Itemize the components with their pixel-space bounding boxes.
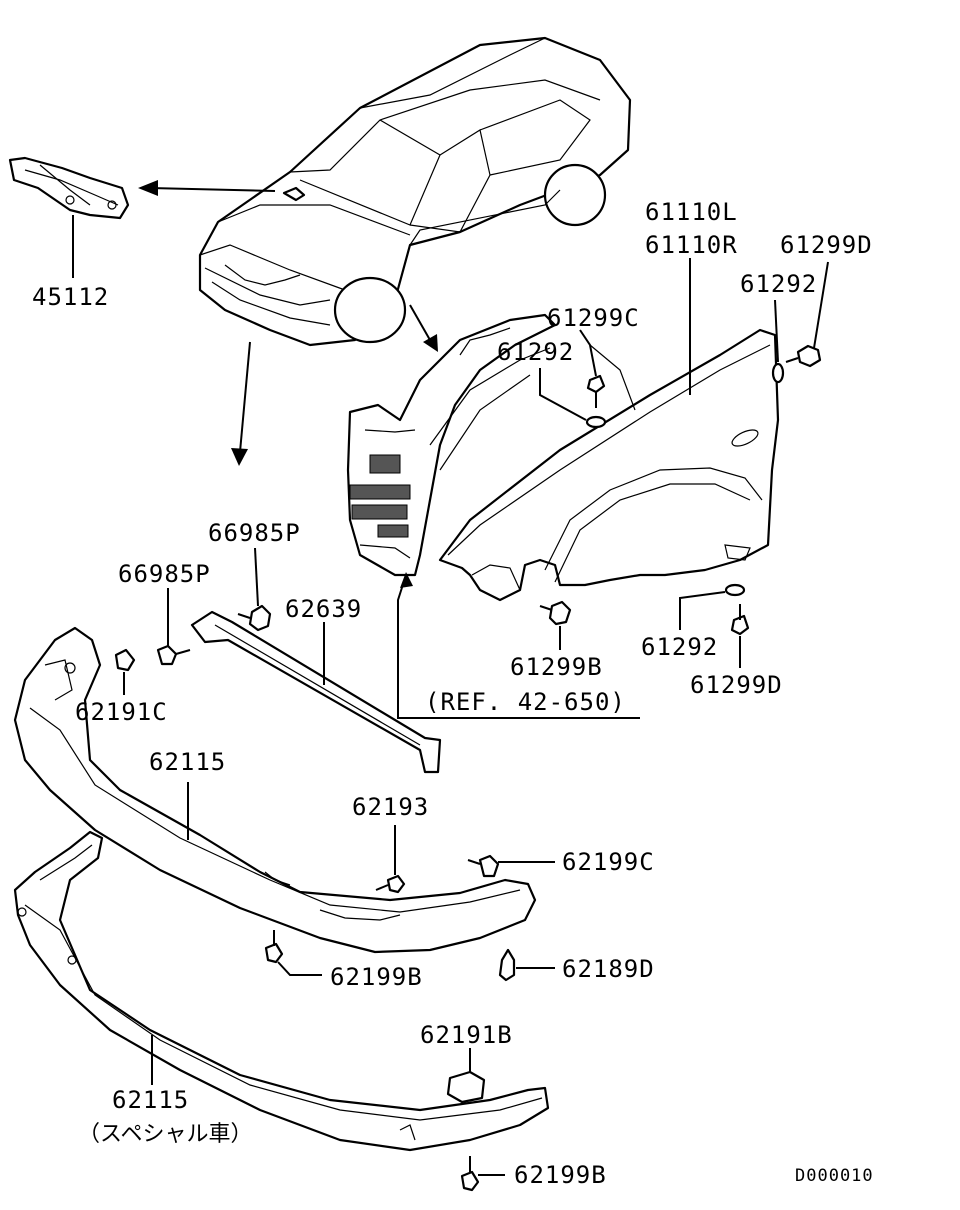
bracket-45112-illustration (8, 156, 130, 220)
label-61292-mid: 61292 (497, 338, 574, 366)
label-62199B-mid: 62199B (330, 963, 423, 991)
label-62115: 62115 (149, 748, 226, 776)
label-61292-top: 61292 (740, 270, 817, 298)
reference-note: (REF. 42-650) (425, 688, 626, 716)
part-labels: 61110L 61110R 61299D 61292 61299C 61292 … (75, 198, 874, 1189)
leader-lines (123, 258, 829, 1176)
bumper-upper-illustration (13, 626, 537, 954)
fender-liner-illustration (346, 313, 557, 577)
car-body-illustration (198, 36, 632, 347)
pointer-arrows (138, 180, 438, 466)
label-61110L: 61110L (645, 198, 738, 226)
diagram-code: D000010 (795, 1166, 874, 1186)
label-66985P-b: 66985P (118, 560, 211, 588)
label-special-note: （スペシャル車） (78, 1122, 252, 1147)
label-62199C: 62199C (562, 848, 655, 876)
fasteners (114, 344, 822, 1192)
fender-illustration (438, 328, 780, 602)
label-62639: 62639 (285, 595, 362, 623)
label-61299D-top: 61299D (780, 231, 873, 259)
label-62193: 62193 (352, 793, 429, 821)
label-61299B: 61299B (510, 653, 603, 681)
label-61299C-top: 61299C (547, 304, 640, 332)
label-62191C: 62191C (75, 698, 168, 726)
label-45112: 45112 (32, 283, 109, 311)
bar-62639-illustration (190, 610, 442, 774)
label-62191B: 62191B (420, 1021, 513, 1049)
label-62189D: 62189D (562, 955, 655, 983)
label-61299D-bot: 61299D (690, 671, 783, 699)
label-66985P-a: 66985P (208, 519, 301, 547)
label-61110R: 61110R (645, 231, 738, 259)
label-61292-bot: 61292 (641, 633, 718, 661)
label-62115-special: 62115 (112, 1086, 189, 1114)
label-62199B-bot: 62199B (514, 1161, 607, 1189)
bumper-special-illustration (13, 830, 550, 1152)
